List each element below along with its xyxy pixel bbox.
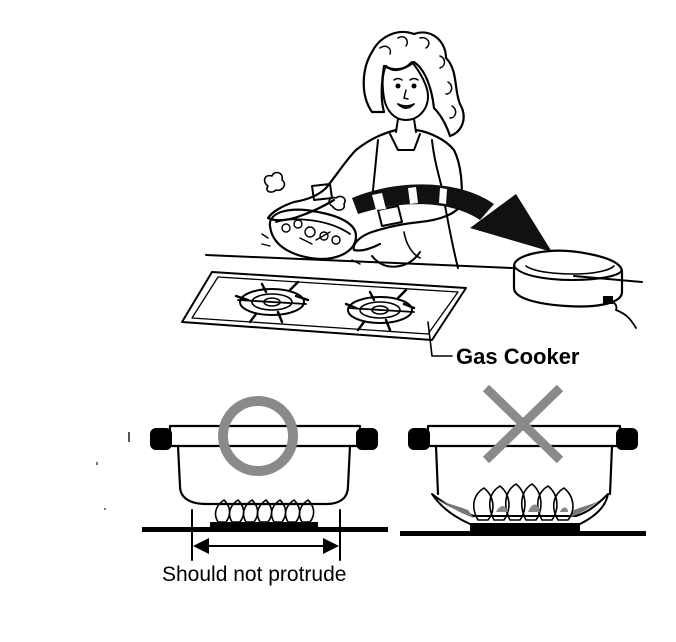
gas-cooker-callout: Gas Cooker xyxy=(427,321,580,369)
burner-left xyxy=(234,280,310,324)
cross-mark-icon xyxy=(482,384,564,464)
protrusion-measure xyxy=(191,509,341,561)
gas-cooker-label: Gas Cooker xyxy=(456,344,580,369)
frying-pan xyxy=(261,208,361,265)
incorrect-pot xyxy=(408,424,638,496)
motion-arrow xyxy=(352,184,552,252)
woman-illustration xyxy=(263,30,465,269)
counter-edge xyxy=(205,254,643,283)
incorrect-example xyxy=(400,384,646,536)
gas-cooker-hob xyxy=(181,271,467,341)
circle-mark-icon xyxy=(218,396,298,476)
correct-pot xyxy=(150,424,378,506)
burner-right xyxy=(344,288,416,332)
should-not-protrude-label: Should not protrude xyxy=(162,563,346,586)
large-flames xyxy=(431,483,609,525)
correct-example: Should not protrude xyxy=(142,396,388,586)
pot-set-aside xyxy=(512,249,637,329)
scan-speckles xyxy=(96,432,130,510)
small-flames xyxy=(214,499,315,523)
